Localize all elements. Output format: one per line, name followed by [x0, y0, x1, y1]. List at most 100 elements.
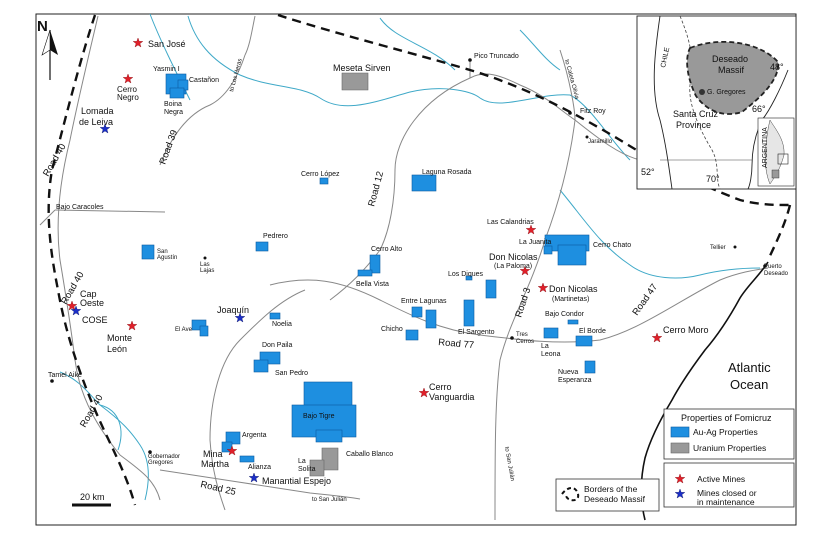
prop-cerro-alto: Cerro Alto	[371, 246, 402, 253]
inset-lat-48: 48°	[770, 62, 784, 72]
legend-closed-1: Mines closed or	[697, 488, 757, 498]
town-las-lajas-1: Las	[200, 262, 210, 268]
prop-boina-2: Negra	[164, 109, 183, 116]
prop-caballo-blanco: Caballo Blanco	[346, 451, 393, 458]
mine-don-nicolas-mart-2: (Martinetas)	[552, 296, 589, 303]
prop-el-sargento: El Sargento	[458, 329, 495, 336]
road-25: Road 25	[199, 479, 236, 498]
road-77: Road 77	[438, 337, 475, 351]
prop-cerro-lopez: Cerro López	[301, 171, 340, 178]
mine-las-calandrias: Las Calandrias	[487, 219, 534, 226]
prop-el-borde: El Borde	[579, 328, 606, 335]
town-jaramillo: Jaramillo	[588, 139, 613, 145]
inset-lon-70: 70°	[706, 174, 720, 184]
inset-massif-1: Deseado	[712, 54, 748, 64]
prop-la-leona-1: La	[541, 343, 549, 350]
prop-la-solita-1: La	[298, 458, 306, 465]
prop-nueva-1: Nueva	[558, 369, 578, 376]
mine-cap-oeste-2: Oeste	[80, 298, 104, 308]
mine-mina-martha-2: Martha	[201, 459, 229, 469]
prop-pedrero: Pedrero	[263, 233, 288, 240]
mine-labels: San José Cerro Negro Lomada de Leiva Cap…	[79, 39, 709, 486]
prop-laguna-rosada: Laguna Rosada	[422, 169, 472, 176]
mine-cerro-vanguardia-2: Vanguardia	[429, 392, 474, 402]
prop-entre-lagunas: Entre Lagunas	[401, 298, 447, 305]
uranium-properties	[309, 72, 369, 477]
inset-massif-2: Massif	[718, 65, 745, 75]
prop-castanon: Castañon	[189, 77, 219, 84]
inset-lon-66: 66°	[752, 104, 766, 114]
mine-monte-leon-1: Monte	[107, 333, 132, 343]
mine-monte-leon-2: León	[107, 344, 127, 354]
road-39: Road 39	[157, 129, 180, 167]
legend-mines: Active Mines Mines closed or in maintena…	[663, 462, 795, 508]
au-ag-properties	[141, 73, 596, 463]
scale-label: 20 km	[80, 492, 105, 502]
road-12: Road 12	[366, 170, 386, 208]
town-el-ave: El Ave	[175, 327, 193, 333]
mine-cerro-negro-1: Cerro	[117, 85, 138, 94]
town-san-agustin-2: Agustín	[157, 255, 177, 261]
prop-los-diques: Los Diques	[448, 271, 484, 278]
legend-active: Active Mines	[697, 474, 745, 484]
property-labels: Yasmin I Castañon Boina Negra Meseta Sir…	[153, 63, 631, 473]
prop-boina-1: Boina	[164, 101, 182, 108]
mine-san-jose: San José	[148, 39, 186, 49]
prop-la-leona-2: Leona	[541, 351, 561, 358]
town-dots	[50, 58, 767, 454]
direction-labels: to Caleta Olivia to Los Heras to San Jul…	[229, 58, 579, 503]
town-san-agustin-1: San	[157, 249, 168, 255]
inset-argentina: ARGENTINA	[762, 127, 769, 168]
legend-border: Borders of the Deseado Massif	[555, 478, 660, 512]
inset-chile: CHILE	[660, 46, 671, 68]
mine-lomada-2: de Leiva	[79, 117, 113, 127]
prop-la-solita-2: Solita	[298, 466, 316, 473]
road-47: Road 47	[630, 282, 660, 318]
road-3: Road 3	[513, 286, 533, 319]
town-bajo-caracoles: Bajo Caracoles	[56, 204, 104, 211]
ocean-label-2: Ocean	[730, 377, 768, 392]
mine-cerro-vanguardia-1: Cerro	[429, 382, 452, 392]
town-tres-cerros-1: Tres	[516, 332, 528, 338]
legend-uranium: Uranium Properties	[693, 443, 766, 453]
mine-cerro-moro: Cerro Moro	[663, 325, 709, 335]
town-bella-vista: Bella Vista	[356, 281, 389, 288]
prop-cerro-chato: Cerro Chato	[593, 242, 631, 249]
inset-lat-52: 52°	[641, 167, 655, 177]
legend-properties-title: Properties of Fomicruz	[681, 413, 772, 423]
town-tres-cerros-2: Cerros	[516, 339, 534, 345]
town-puerto-deseado-1: Puerto	[764, 264, 782, 270]
prop-argenta: Argenta	[242, 432, 267, 439]
deseado-massif-border	[47, 13, 792, 506]
roads	[39, 15, 769, 521]
legend-border-1: Borders of the	[584, 484, 638, 494]
town-fitz-roy: Fitz Roy	[580, 108, 606, 115]
mine-don-nicolas-mart-1: Don Nicolas	[549, 284, 598, 294]
inset-province-1: Santa Cruz	[673, 109, 719, 119]
mine-lomada-1: Lomada	[81, 106, 114, 116]
prop-chicho: Chicho	[381, 326, 403, 333]
prop-la-juanita: La Juanita	[519, 239, 551, 246]
town-puerto-deseado-2: Deseado	[764, 271, 789, 277]
inset-map: CHILE Deseado Massif G. Gregores Santa C…	[636, 15, 797, 190]
mine-cerro-negro-2: Negro	[117, 93, 139, 102]
mine-manantial-espejo: Manantial Espejo	[262, 476, 331, 486]
north-label: N	[37, 18, 48, 35]
town-las-lajas-2: Lajas	[200, 268, 214, 274]
mine-cap-oeste-1: Cap	[80, 289, 97, 299]
map-frame	[35, 13, 797, 526]
legend-properties: Properties of Fomicruz Au-Ag Properties …	[663, 408, 795, 460]
ocean-label-1: Atlantic	[728, 360, 771, 375]
mine-joaquin: Joaquín	[217, 305, 249, 315]
mine-cose: COSE	[82, 315, 108, 325]
prop-alianza: Alianza	[248, 464, 271, 471]
prop-don-paila: Don Paila	[262, 342, 292, 349]
mine-don-nicolas-paloma-2: (La Paloma)	[494, 263, 532, 270]
dir-san-julian-vertical: to San Julián	[503, 446, 515, 481]
prop-bajo-condor: Bajo Condor	[545, 311, 585, 318]
prop-nueva-2: Esperanza	[558, 377, 592, 384]
inset-gregores: G. Gregores	[707, 89, 746, 96]
legend-au-ag: Au-Ag Properties	[693, 427, 758, 437]
prop-san-pedro: San Pedro	[275, 370, 308, 377]
